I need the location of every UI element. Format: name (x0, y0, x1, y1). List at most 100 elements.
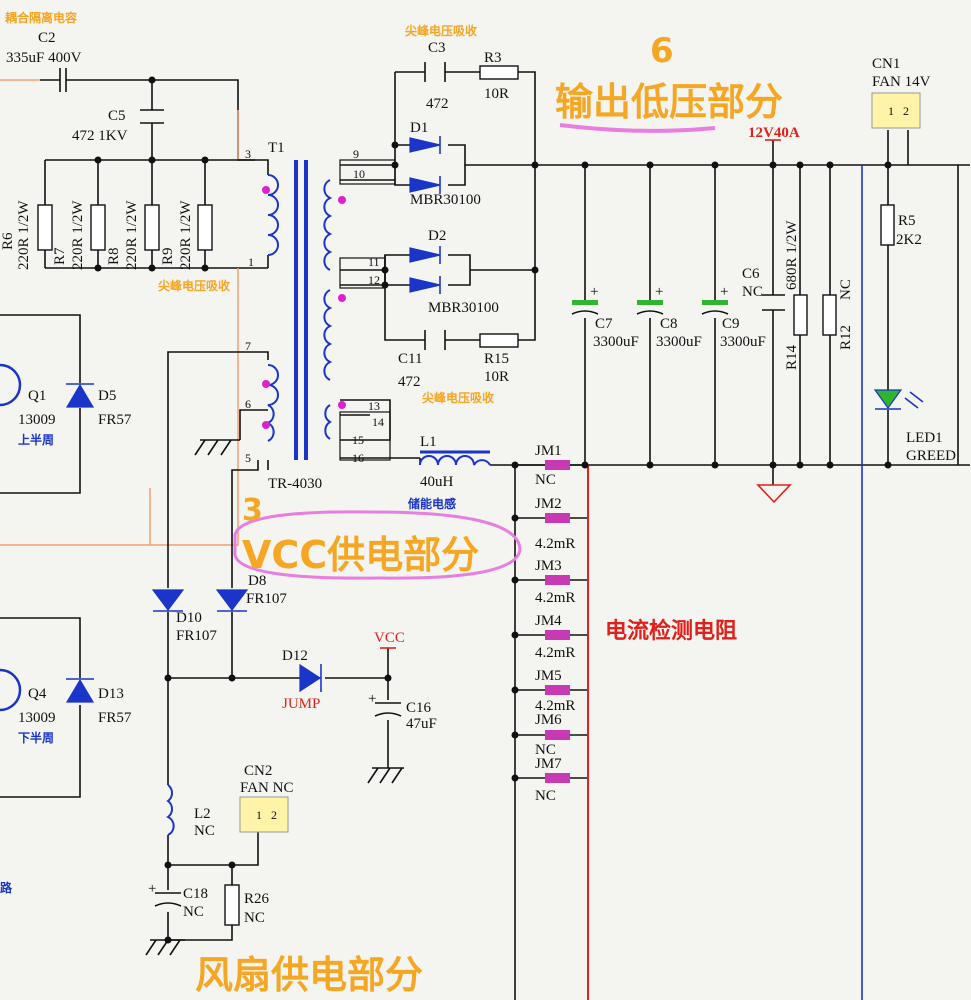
label-D1-value: MBR30100 (410, 192, 481, 208)
label-JM4-ref: JM4 (535, 613, 562, 629)
label-C5-ref: C5 (108, 108, 126, 124)
CN1-pin-b: 2 (903, 104, 909, 118)
label-vcc-net: VCC (374, 630, 405, 646)
labels: 耦合隔离电容 C2 335uF 400V C5 472 1KV R6 220R … (0, 10, 956, 997)
label-C16-value: 47uF (406, 716, 437, 732)
pin-10: 10 (353, 167, 365, 181)
label-R12-value: NC (838, 279, 854, 300)
label-D13-ref: D13 (98, 686, 124, 702)
R7-body (90, 204, 106, 251)
label-T1-ref: T1 (268, 140, 285, 156)
svg-text:+: + (148, 881, 156, 897)
svg-text:+: + (590, 284, 598, 300)
label-C8-ref: C8 (660, 316, 678, 332)
C11-plates (424, 330, 446, 350)
label-spike-absorb-3: 尖峰电压吸收 (422, 390, 494, 405)
pin-14: 14 (372, 415, 384, 429)
label-R5-ref: R5 (898, 213, 916, 229)
label-T1-value: TR-4030 (268, 476, 322, 492)
label-C16-ref: C16 (406, 700, 432, 716)
label-R8: R8 (106, 247, 122, 265)
label-C2-ref: C2 (38, 30, 56, 46)
label-R15-value: 10R (484, 369, 509, 385)
label-D1-ref: D1 (410, 120, 428, 136)
R8-body (144, 204, 160, 251)
label-R6: R6 (0, 232, 16, 250)
pin-6: 6 (245, 397, 251, 411)
R3-body (479, 65, 519, 80)
label-R3-ref: R3 (484, 50, 502, 66)
label-JM3-ref: JM3 (535, 558, 562, 574)
C3-plates (424, 62, 446, 82)
R6-ref: R6 (0, 232, 16, 250)
label-L1-value: 40uH (420, 474, 454, 490)
JM2-body (545, 513, 570, 523)
label-D10-ref: D10 (176, 610, 202, 626)
label-R8-value: 220R 1/2W (124, 200, 140, 270)
JM6-body (545, 730, 570, 740)
label-JM5-ref: JM5 (535, 668, 562, 684)
title-vcc-supply: VCC供电部分 (242, 533, 479, 577)
JM1-body (545, 460, 570, 470)
label-CN1-ref: CN1 (872, 56, 900, 72)
label-D8-ref: D8 (248, 573, 266, 589)
JM7-body (545, 773, 570, 783)
R9-body (197, 204, 213, 251)
pin-11: 11 (368, 255, 380, 269)
CN1-body (871, 92, 921, 129)
label-C2-value: 335uF 400V (6, 50, 82, 66)
pin-3: 3 (245, 147, 251, 161)
inductors (166, 450, 491, 836)
label-C8-value: 3300uF (656, 334, 702, 350)
label-R6-value: 220R 1/2W (16, 200, 32, 270)
label-R14-ref: R14 (784, 344, 800, 370)
pin-5: 5 (245, 451, 251, 465)
highlight-vcc (233, 510, 522, 580)
svg-text:+: + (720, 284, 728, 300)
label-CN1-value: FAN 14V (872, 74, 931, 90)
title-output-number: 6 (650, 31, 674, 71)
JM4-body (545, 630, 570, 640)
label-upper-half: 上半周 (18, 432, 54, 447)
R26-body (224, 884, 240, 926)
label-spike-absorb-2: 尖峰电压吸收 (405, 23, 477, 38)
label-L1-ref: L1 (420, 434, 437, 450)
label-JM7-ref: JM7 (535, 756, 562, 772)
transistors (0, 363, 22, 712)
label-LED1-value: GREED (906, 448, 956, 464)
title-vcc-number: 3 (242, 493, 263, 528)
Q1-body (0, 363, 22, 407)
label-Q1-value: 13009 (18, 412, 56, 428)
label-JM5-value: 4.2mR (535, 698, 575, 714)
C6-plates (762, 294, 785, 311)
label-C5-value: 472 1KV (72, 128, 128, 144)
JM3-body (545, 575, 570, 585)
CN1-pin-a: 1 (888, 104, 894, 118)
label-CN2-ref: CN2 (244, 763, 272, 779)
pin-12: 12 (368, 273, 380, 287)
label-energy-inductor: 储能电感 (408, 496, 456, 511)
svg-text:+: + (655, 284, 663, 300)
highlight-output (559, 123, 716, 133)
label-R7: R7 (52, 247, 68, 265)
label-C6-ref: C6 (742, 266, 760, 282)
C7-body (572, 300, 598, 305)
label-JM4-value: 4.2mR (535, 645, 575, 661)
label-C9-ref: C9 (722, 316, 740, 332)
wires (0, 71, 970, 1000)
pin-15: 15 (352, 433, 364, 447)
label-Q1-ref: Q1 (28, 388, 46, 404)
transformer-T1 (262, 159, 396, 461)
label-R5-value: 2K2 (896, 232, 922, 248)
junction-dots (94, 76, 892, 944)
label-C7-ref: C7 (595, 316, 613, 332)
title-fan-supply: 风扇供电部分 (195, 953, 423, 997)
label-L2-value: NC (194, 823, 215, 839)
R14-body (793, 294, 808, 336)
diodes (65, 136, 924, 703)
label-C18-value: NC (183, 904, 204, 920)
label-C11-ref: C11 (398, 351, 422, 367)
label-C3-value: 472 (426, 96, 449, 112)
label-D10-value: FR107 (176, 628, 217, 644)
